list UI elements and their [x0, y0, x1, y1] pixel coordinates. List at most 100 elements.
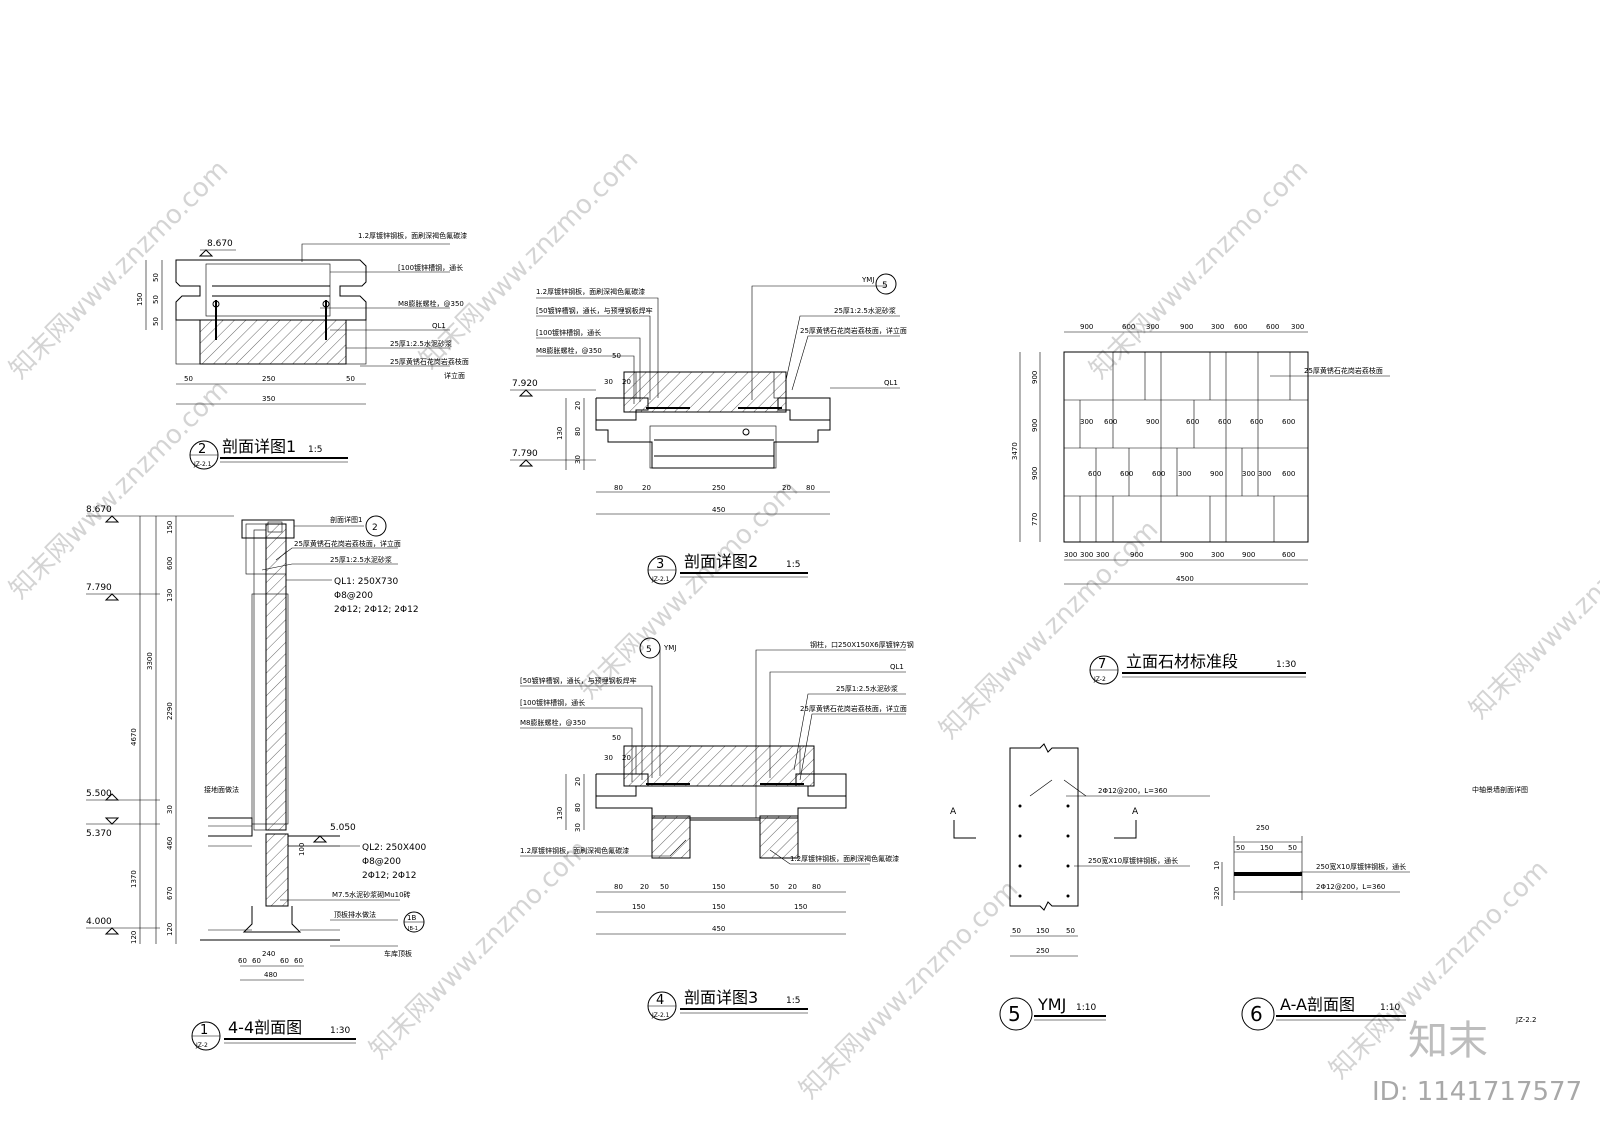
dim-label: 320: [1213, 887, 1221, 900]
watermark-text: 知末网www.znzmo.com: [4, 374, 235, 605]
dim-label: 300: [1080, 418, 1093, 426]
callout-note: 2Φ12; 2Φ12: [362, 871, 416, 881]
dim-label: 150: [712, 883, 725, 891]
dim-label: 50: [152, 273, 160, 282]
dim-label: 900: [1130, 551, 1143, 559]
dim-label: 80: [614, 883, 623, 891]
dim-label: 900: [1242, 551, 1255, 559]
ref-number: 5: [882, 281, 888, 291]
dim-label: 600: [1152, 470, 1165, 478]
callout-note: [100镀锌槽钢，通长: [536, 328, 601, 337]
dim-label: 20: [574, 401, 582, 410]
detail-number: 6: [1250, 1002, 1263, 1026]
detail-4-section: 130 20 80 30 50 30 20 80 20 50 150 50 20…: [520, 637, 914, 1021]
section-cut-label: A: [1132, 807, 1139, 817]
callout-note: Φ8@200: [334, 591, 373, 601]
dim-label: 600: [1282, 470, 1295, 478]
detail-title: 剖面详图1: [222, 437, 296, 456]
image-id: ID: 1141717577: [1372, 1077, 1582, 1107]
dim-label: 80: [806, 484, 815, 492]
dim-label: 50: [612, 734, 621, 742]
dim-label: 4500: [1176, 575, 1194, 583]
watermark-text: 知末网www.znzmo.com: [1464, 494, 1600, 725]
callout-note: 25厚1:2.5水泥砂浆: [390, 339, 452, 348]
detail-number: 7: [1098, 657, 1106, 672]
dim-label: 30: [604, 378, 613, 386]
dim-label: 600: [1250, 418, 1263, 426]
steel-plate: [1234, 872, 1302, 876]
detail-number: 2: [198, 442, 206, 457]
dim-label: 150: [632, 903, 645, 911]
callout-note: 25厚1:2.5水泥砂浆: [330, 555, 392, 564]
callout-note: 250宽X10厚镀锌钢板，通长: [1088, 856, 1178, 865]
callout-note: 25厚黄锈石花岗岩荔枝面，详立面: [800, 704, 907, 713]
dim-label: 300: [1242, 470, 1255, 478]
dim-label: 3470: [1011, 442, 1019, 460]
level-label: 8.670: [86, 505, 112, 515]
callout-note: QL2: 250X400: [362, 843, 427, 853]
callout-note: QL1: [890, 663, 904, 671]
callout-note: [50镀锌槽钢，通长，与预埋钢板焊牢: [520, 676, 637, 685]
dim-label: 900: [1031, 371, 1039, 384]
dim-label: 900: [1180, 323, 1193, 331]
detail-number: 1: [200, 1023, 208, 1038]
dim-label: 600: [1282, 418, 1295, 426]
detail-title: A-A剖面图: [1280, 995, 1355, 1014]
dim-label: 670: [166, 887, 174, 900]
sheet-ref: JZ-2: [1093, 676, 1106, 683]
level-label: 7.790: [512, 449, 538, 459]
callout-note: 顶板排水做法: [334, 910, 376, 919]
detail-title: YMJ: [1037, 995, 1066, 1014]
callout-note: QL1: [432, 322, 446, 330]
callout-note: QL1: 250X730: [334, 577, 399, 587]
dim-label: 50: [660, 883, 669, 891]
detail-number: 4: [656, 993, 664, 1008]
ref-number: 5: [646, 645, 652, 655]
dim-label: 80: [574, 803, 582, 812]
dim-label: 2290: [166, 702, 174, 720]
dim-label: 300: [1211, 323, 1224, 331]
callout-note: M8膨胀螺栓，@350: [520, 718, 586, 727]
callout-note: 车库顶板: [384, 949, 412, 958]
callout-note: M8膨胀螺栓，@350: [536, 346, 602, 355]
dim-label: 480: [264, 971, 277, 979]
dim-label: 20: [574, 777, 582, 786]
level-label: 5.500: [86, 789, 112, 799]
watermark-text: 知末网www.znzmo.com: [794, 874, 1025, 1105]
dim-label: 600: [1088, 470, 1101, 478]
callout-note: 剖面详图1: [330, 515, 362, 524]
anchor-dots: [1018, 804, 1070, 898]
ref-tag: JB-1: [407, 926, 418, 932]
callout-note: [100镀锌槽钢，通长: [398, 263, 463, 272]
detail-scale: 1:5: [786, 560, 800, 570]
detail-scale: 1:10: [1380, 1003, 1400, 1013]
dim-label: 900: [1031, 467, 1039, 480]
dim-label: 900: [1180, 551, 1193, 559]
dim-label: 30: [604, 754, 613, 762]
dim-label: 300: [1146, 323, 1159, 331]
dim-label: 50: [1288, 844, 1297, 852]
dim-label: 300: [1291, 323, 1304, 331]
detail-7-elevation: 900 600 300 900 300 600 600 300 300 600 …: [1011, 323, 1390, 685]
dim-label: 600: [166, 557, 174, 570]
level-label: 7.790: [86, 583, 112, 593]
dim-label: 300: [1064, 551, 1077, 559]
dim-label: 600: [1186, 418, 1199, 426]
dim-label: 600: [1120, 470, 1133, 478]
logo-text: 知末: [1408, 1018, 1488, 1064]
callout-note: M7.5水泥砂浆砌Mu10砖: [332, 890, 411, 899]
callout-note: YMJ: [663, 644, 676, 652]
dim-label: 150: [136, 293, 144, 306]
callout-note: 25厚1:2.5水泥砂浆: [836, 684, 898, 693]
callout-note: 接地面做法: [204, 785, 239, 794]
callout-note: 25厚1:2.5水泥砂浆: [834, 306, 896, 315]
detail-scale: 1:30: [330, 1026, 350, 1036]
dim-label: 900: [1210, 470, 1223, 478]
dim-label: 600: [1218, 418, 1231, 426]
dim-label: 50: [1012, 927, 1021, 935]
dim-label: 300: [1080, 551, 1093, 559]
level-label: 7.920: [512, 379, 538, 389]
watermark-text: 知末网www.znzmo.com: [934, 514, 1165, 745]
dim-label: 50: [1066, 927, 1075, 935]
detail-2-section: 8.670 50 50 50 150 50 250 50 350 1.2厚镀锌钢…: [136, 231, 469, 470]
